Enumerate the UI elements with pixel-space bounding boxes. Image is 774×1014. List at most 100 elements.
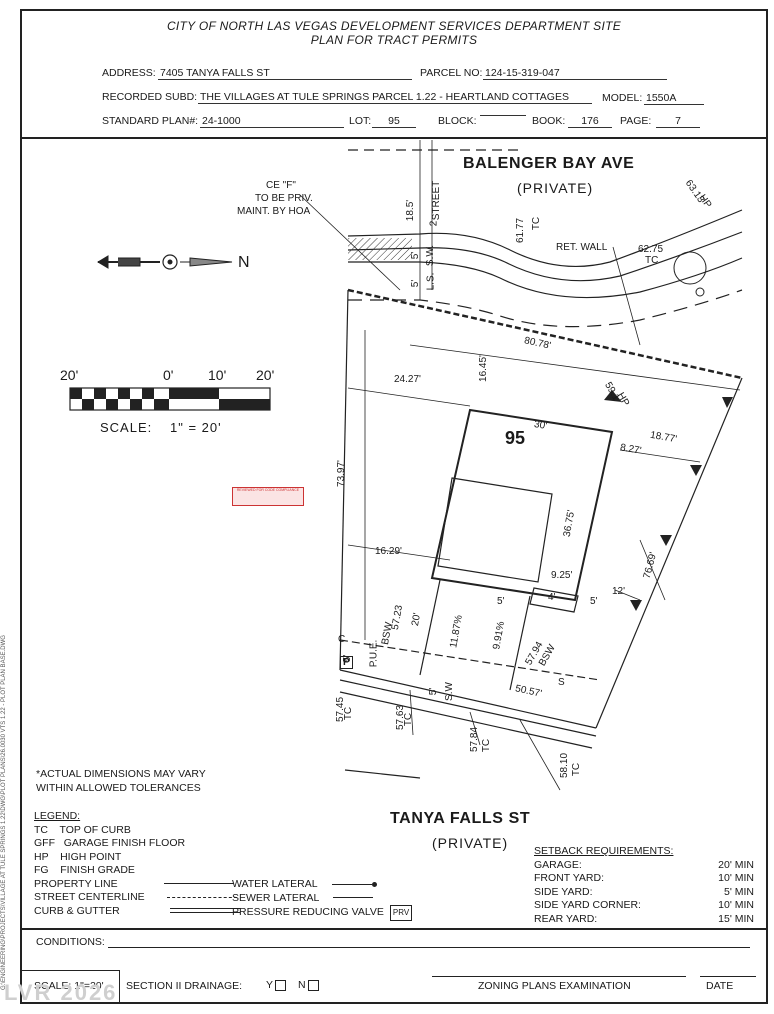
setback-row: FRONT YARD: 10' MIN bbox=[534, 872, 754, 886]
setback-label: FRONT YARD: bbox=[534, 872, 605, 884]
tc-label-2: TC bbox=[645, 255, 659, 266]
date-line bbox=[700, 976, 756, 977]
conditions-label: CONDITIONS: bbox=[36, 936, 105, 948]
model-label: MODEL: bbox=[602, 92, 643, 104]
c-marker: C bbox=[338, 634, 346, 645]
tc-label-6: TC bbox=[571, 762, 583, 777]
footer-divider bbox=[20, 928, 768, 930]
setback-value: 15' MIN bbox=[718, 912, 754, 925]
block-value bbox=[480, 115, 526, 116]
lot-value: 95 bbox=[372, 115, 416, 128]
subd-label: RECORDED SUBD: bbox=[102, 91, 198, 103]
legend-water-label: WATER LATERAL bbox=[232, 878, 318, 890]
south-sw-line-1 bbox=[339, 679, 597, 737]
property-line-symbol bbox=[163, 883, 234, 885]
page-label: PAGE: bbox=[620, 115, 652, 127]
book-label: BOOK: bbox=[532, 115, 566, 127]
review-stamp: REVIEWED FOR CODE COMPLIANCE bbox=[232, 487, 304, 506]
plan-value: 24-1000 bbox=[200, 115, 344, 128]
dim-58-10: 58.10 bbox=[559, 752, 571, 779]
legend-property-line-label: PROPERTY LINE bbox=[34, 877, 118, 890]
setback-title: SETBACK REQUIREMENTS: bbox=[534, 845, 674, 857]
block-label: BLOCK: bbox=[438, 115, 477, 127]
dim-4: 4' bbox=[548, 592, 556, 603]
dim-5b: 5' bbox=[410, 279, 422, 288]
book-value: 176 bbox=[568, 115, 612, 128]
s-marker: S bbox=[558, 677, 565, 688]
property-line-south bbox=[339, 669, 597, 729]
model-value: 1550A bbox=[644, 92, 704, 105]
legend-sewer: SEWER LATERAL bbox=[232, 892, 412, 906]
dim-5a: 5' bbox=[410, 251, 422, 260]
date-label: DATE bbox=[706, 980, 734, 992]
note-line-1: *ACTUAL DIMENSIONS MAY VARY bbox=[36, 768, 206, 780]
south-sw-line-2 bbox=[339, 691, 593, 749]
north-letter: N bbox=[238, 254, 250, 271]
setback-label: GARAGE: bbox=[534, 858, 582, 871]
yes-checkbox[interactable] bbox=[275, 979, 287, 991]
tc-label-1: TC bbox=[531, 216, 543, 231]
legend-property-line: PROPERTY LINE bbox=[34, 878, 240, 892]
north-sw-line bbox=[348, 257, 743, 299]
legend-curb-gutter-label: CURB & GUTTER bbox=[34, 904, 120, 917]
prv-box: PRV bbox=[389, 905, 413, 921]
plan-label: STANDARD PLAN#: bbox=[102, 115, 199, 127]
centerline-symbol bbox=[166, 896, 237, 898]
legend-title: LEGEND: bbox=[34, 810, 81, 822]
street-label: STREET bbox=[431, 180, 443, 221]
dim-73-97: 73.97' bbox=[335, 460, 347, 487]
sewer-symbol bbox=[333, 897, 374, 899]
page-frame bbox=[20, 9, 768, 1004]
curb-symbol bbox=[169, 908, 240, 914]
scale-value: 1" = 20' bbox=[170, 420, 222, 435]
north-centerline bbox=[348, 289, 743, 328]
setback-requirements: SETBACK REQUIREMENTS: GARAGE: 20' MIN FRO… bbox=[534, 845, 754, 926]
no-checkbox[interactable] bbox=[307, 979, 319, 991]
setback-value: 10' MIN bbox=[718, 872, 754, 884]
porch-outline bbox=[529, 587, 579, 613]
drainage-yes[interactable]: Y bbox=[266, 979, 287, 991]
setback-row: SIDE YARD: 5' MIN bbox=[534, 886, 754, 900]
legend: LEGEND: TC TOP OF CURB GFF GARAGE FINISH… bbox=[34, 810, 240, 918]
tc-label-3: TC bbox=[343, 706, 355, 721]
property-line-north bbox=[347, 288, 743, 380]
north-street-private: (PRIVATE) bbox=[517, 180, 594, 196]
south-street-name: TANYA FALLS ST bbox=[390, 810, 531, 827]
north-street-name: BALENGER BAY AVE bbox=[463, 155, 635, 172]
drainage-no[interactable]: N bbox=[298, 979, 319, 991]
setback-row: GARAGE: 20' MIN bbox=[534, 859, 754, 873]
drainage-label: SECTION II DRAINAGE: bbox=[126, 980, 243, 992]
setback-label: REAR YARD: bbox=[534, 912, 598, 925]
legend-hp: HP HIGH POINT bbox=[34, 850, 122, 863]
dim-9-25: 9.25' bbox=[551, 570, 573, 581]
scale-label: SCALE: bbox=[100, 420, 153, 435]
dim-5c: 5' bbox=[590, 596, 598, 607]
title-line-2: PLAN FOR TRACT PERMITS bbox=[310, 33, 478, 47]
north-curb-line-2 bbox=[347, 231, 743, 282]
ce-note-3: MAINT. BY HOA bbox=[237, 206, 311, 217]
legend-street-centerline-label: STREET CENTERLINE bbox=[34, 891, 145, 903]
sw-label: S.W. bbox=[425, 244, 437, 267]
property-line-west bbox=[339, 289, 349, 671]
scale-tick-0: 0' bbox=[163, 367, 174, 383]
legend-street-centerline: STREET CENTERLINE bbox=[34, 891, 240, 905]
dim-24-27: 24.27' bbox=[394, 374, 421, 385]
setback-value: 20' MIN bbox=[718, 858, 754, 871]
property-line-east bbox=[595, 377, 743, 729]
footer-scale-label: SCALE: 1"=20' bbox=[34, 980, 104, 992]
legend-gff: GFF GARAGE FINISH FLOOR bbox=[34, 837, 186, 849]
setback-label: SIDE YARD: bbox=[534, 885, 593, 898]
zoning-label: ZONING PLANS EXAMINATION bbox=[478, 980, 631, 992]
dim-62-75: 62.75 bbox=[638, 244, 664, 255]
p-marker: P bbox=[340, 656, 353, 669]
dim-16-45: 16.45' bbox=[477, 355, 489, 382]
dim-16-29: 16.29' bbox=[375, 546, 402, 557]
setback-value: 10' MIN bbox=[718, 899, 754, 911]
setback-value: 5' MIN bbox=[723, 885, 754, 898]
watermark: LVR 2026 bbox=[4, 980, 118, 1005]
scale-tick-20a: 20' bbox=[60, 367, 79, 383]
zoning-signature-line bbox=[432, 976, 686, 977]
scale-tick-10: 10' bbox=[208, 367, 227, 383]
conditions-line bbox=[108, 947, 750, 948]
